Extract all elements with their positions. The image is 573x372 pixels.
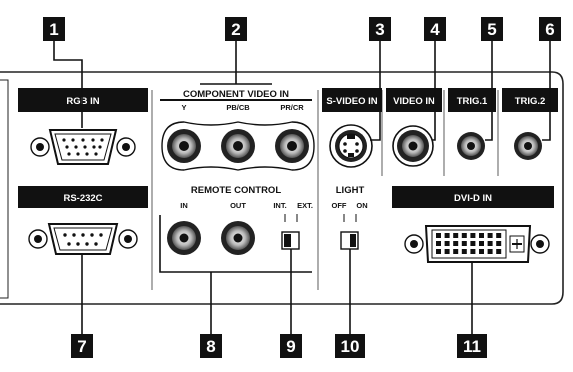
svg-text:9: 9 (286, 337, 295, 356)
trig2-label: TRIG.2 (515, 96, 546, 107)
component-video-in-label: COMPONENT VIDEO IN (183, 89, 289, 100)
rs232c-label: RS-232C (63, 193, 102, 204)
dvi-pin (444, 241, 450, 246)
remote-int-ext-switch (281, 214, 300, 250)
rgb-in-label: RGB IN (66, 96, 99, 107)
s-video-connector (329, 124, 373, 168)
callout-4: 4 (424, 17, 446, 41)
callout-2: 2 (225, 17, 247, 41)
light-off-on-switch (340, 214, 359, 250)
callout-11: 11 (457, 334, 487, 358)
remote-control-jacks (159, 215, 312, 273)
dvi-pin (436, 249, 441, 254)
dvi-pin (453, 249, 459, 254)
dvi-pin (487, 241, 493, 246)
svg-text:1: 1 (49, 20, 58, 39)
callout-10: 10 (335, 334, 365, 358)
dvi-pin (444, 249, 450, 254)
dvi-pin (453, 233, 459, 238)
svg-text:5: 5 (487, 20, 496, 39)
remote-control-label: REMOTE CONTROL (191, 185, 281, 196)
panel-outline (0, 71, 564, 305)
callout-1: 1 (43, 17, 65, 41)
callout-6: 6 (539, 17, 561, 41)
ext-label: EXT. (297, 201, 313, 210)
s-video-in-label: S-VIDEO IN (326, 96, 377, 107)
light-label: LIGHT (336, 185, 365, 196)
dvi-pin (461, 249, 467, 254)
callout-8: 8 (200, 334, 222, 358)
on-label: ON (356, 201, 367, 210)
callout-5: 5 (481, 17, 503, 41)
dvi-pin (470, 233, 476, 238)
callout-3: 3 (369, 17, 391, 41)
rgb-in-connector (30, 129, 136, 165)
dvi-pin (496, 241, 502, 246)
svg-text:6: 6 (545, 20, 554, 39)
y-label: Y (181, 103, 186, 112)
dvi-pin (479, 241, 484, 246)
svg-text:3: 3 (375, 20, 384, 39)
trig2-jack (514, 132, 542, 160)
int-label: INT. (273, 201, 286, 210)
svg-text:7: 7 (77, 337, 86, 356)
dvi-pin (436, 233, 441, 238)
dvi-pin (487, 249, 493, 254)
dvi-pin (444, 233, 450, 238)
svg-text:4: 4 (430, 20, 440, 39)
callout-leaders (53, 40, 551, 334)
dvi-pin (470, 249, 476, 254)
dvi-pin (479, 233, 484, 238)
rs232c-connector (28, 223, 138, 255)
trig1-label: TRIG.1 (457, 96, 488, 107)
svg-text:11: 11 (463, 337, 481, 356)
remote-out-label: OUT (230, 201, 246, 210)
pb-cb-label: PB/CB (226, 103, 250, 112)
dvi-pin (487, 233, 493, 238)
remote-in-label: IN (180, 201, 188, 210)
pr-cr-label: PR/CR (280, 103, 304, 112)
dvi-pin (496, 233, 502, 238)
dvi-pin (496, 249, 502, 254)
svg-text:10: 10 (341, 337, 360, 356)
off-label: OFF (332, 201, 347, 210)
dvi-pin (453, 241, 459, 246)
callout-7: 7 (71, 334, 93, 358)
callout-9: 9 (280, 334, 302, 358)
video-in-jack (392, 125, 434, 167)
dvi-pin (461, 241, 467, 246)
panel-inner-outline (0, 79, 9, 299)
dvi-pin (436, 241, 441, 246)
dvi-pin (479, 249, 484, 254)
svg-text:2: 2 (231, 20, 240, 39)
header-bars (18, 88, 558, 208)
dvi-d-in-connector (404, 225, 550, 263)
dvi-d-in-label: DVI-D IN (454, 193, 492, 204)
svg-text:8: 8 (206, 337, 215, 356)
component-video-jacks (161, 121, 315, 171)
trig1-jack (457, 132, 485, 160)
dvi-pin (470, 241, 476, 246)
video-in-label: VIDEO IN (393, 96, 435, 107)
dvi-pin (461, 233, 467, 238)
